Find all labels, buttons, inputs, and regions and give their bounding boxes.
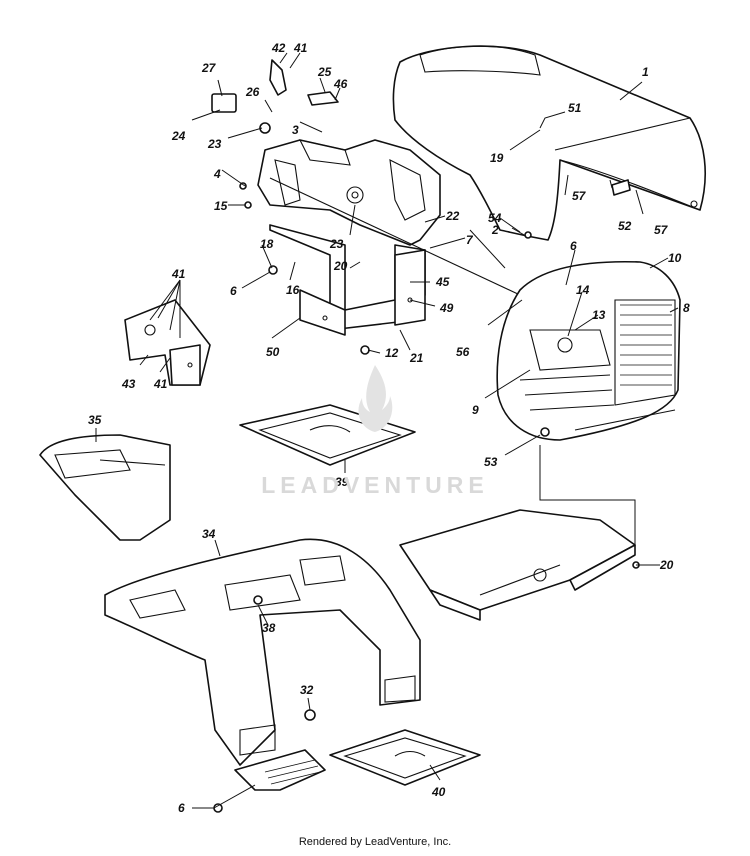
callout-34: 34 — [202, 527, 216, 541]
callout-54: 54 — [488, 211, 502, 225]
hardware — [211, 59, 640, 813]
callout-39: 39 — [335, 475, 349, 489]
callout-24: 24 — [171, 129, 186, 143]
frame[interactable] — [399, 509, 636, 621]
callout-45: 45 — [435, 275, 450, 289]
callout-53: 53 — [484, 455, 498, 469]
callout-20-a: 20 — [333, 259, 348, 273]
callout-41-a: 41 — [171, 267, 186, 281]
footer-credit: Rendered by LeadVenture, Inc. — [298, 836, 452, 848]
callout-12: 12 — [385, 346, 399, 360]
callout-3: 3 — [292, 123, 299, 137]
rear-fender[interactable] — [104, 538, 421, 766]
callout-46: 46 — [333, 77, 348, 91]
callout-38: 38 — [262, 621, 276, 635]
dash-panel[interactable] — [257, 139, 441, 246]
callout-50: 50 — [266, 345, 280, 359]
callout-22: 22 — [445, 209, 460, 223]
callout-23-b: 23 — [329, 237, 344, 251]
callout-2: 2 — [491, 223, 499, 237]
grille-mesh — [620, 304, 672, 386]
callout-42: 42 — [271, 41, 286, 55]
callout-8: 8 — [683, 301, 690, 315]
callout-40: 40 — [431, 785, 446, 799]
watermark-text: LEADVENTURE — [261, 472, 489, 498]
callout-52: 52 — [618, 219, 632, 233]
grille-housing[interactable] — [496, 260, 681, 441]
callout-26: 26 — [245, 85, 260, 99]
callout-51: 51 — [568, 101, 582, 115]
callout-25: 25 — [317, 65, 332, 79]
leader-lines — [95, 52, 679, 809]
callout-1: 1 — [642, 65, 649, 79]
callout-49: 49 — [439, 301, 454, 315]
callout-57-b: 57 — [654, 223, 669, 237]
callout-10: 10 — [668, 251, 682, 265]
callout-19: 19 — [490, 151, 504, 165]
callout-6-c: 6 — [178, 801, 185, 815]
callout-35: 35 — [88, 413, 102, 427]
callout-21: 21 — [409, 351, 424, 365]
callout-15: 15 — [214, 199, 228, 213]
hood-rod[interactable] — [269, 177, 521, 296]
leadventure-flame-icon — [358, 365, 393, 432]
callout-27: 27 — [201, 61, 217, 75]
floor-plate-40[interactable] — [329, 729, 481, 786]
callout-16: 16 — [286, 283, 300, 297]
callout-43: 43 — [121, 377, 136, 391]
callout-18: 18 — [260, 237, 274, 251]
side-bracket[interactable] — [124, 299, 211, 386]
callout-6-b: 6 — [570, 239, 577, 253]
callout-7: 7 — [466, 233, 474, 247]
callout-57-a: 57 — [572, 189, 587, 203]
callout-56: 56 — [456, 345, 470, 359]
callout-4: 4 — [213, 167, 221, 181]
callout-20-b: 20 — [659, 558, 674, 572]
callout-41-c: 41 — [293, 41, 308, 55]
callout-13: 13 — [592, 308, 606, 322]
callout-14: 14 — [576, 283, 590, 297]
callout-41-b: 41 — [153, 377, 168, 391]
callout-9: 9 — [472, 403, 479, 417]
mount-bracket[interactable] — [269, 224, 426, 336]
rear-fender-partial[interactable] — [39, 434, 171, 541]
callout-32: 32 — [300, 683, 314, 697]
callout-6-a: 6 — [230, 284, 237, 298]
callouts: 1 2 3 4 6 6 6 7 8 9 10 12 13 14 15 16 18… — [88, 41, 690, 815]
callout-23-a: 23 — [207, 137, 222, 151]
